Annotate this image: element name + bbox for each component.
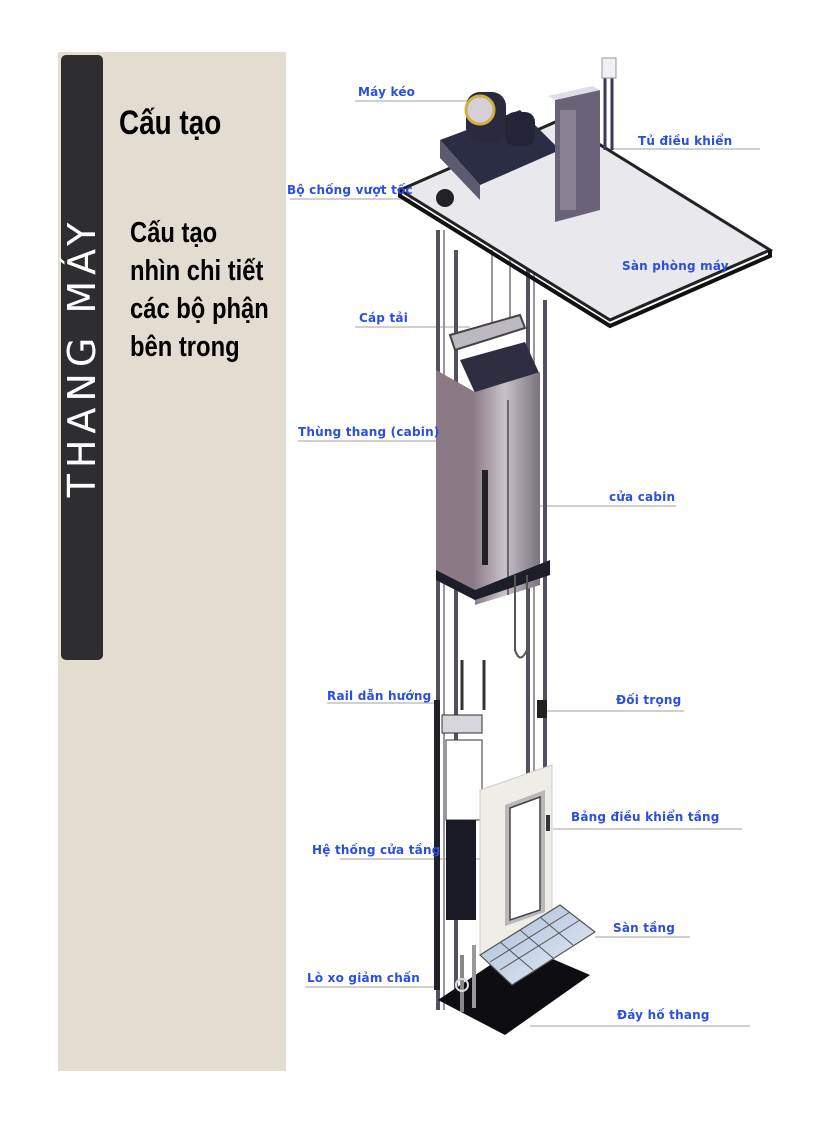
page-title: Cấu tạo xyxy=(119,104,222,142)
label-bang-dieu-khien-tang: Bảng điều khiển tầng xyxy=(571,810,720,824)
vertical-title-bar xyxy=(61,55,103,660)
description-line: bên trong xyxy=(130,331,240,363)
label-thung-thang: Thùng thang (cabin) xyxy=(298,425,440,439)
label-lo-xo-giam-chan: Lò xo giảm chấn xyxy=(307,971,421,985)
description-line: các bộ phận xyxy=(130,293,269,325)
label-cap-tai: Cáp tải xyxy=(359,311,409,325)
description-line: nhìn chi tiết xyxy=(130,255,264,287)
label-rail-dan-huong: Rail dẫn hướng xyxy=(327,689,432,703)
label-bo-chong-vuot-toc: Bộ chống vượt tốc xyxy=(287,183,413,197)
label-san-phong-may: Sàn phòng máy xyxy=(622,259,729,273)
label-may-keo: Máy kéo xyxy=(358,85,416,99)
label-day-ho-thang: Đáy hố thang xyxy=(617,1008,710,1022)
label-doi-trong: Đối trọng xyxy=(616,693,682,707)
label-tu-dieu-khien: Tủ điều khiển xyxy=(638,134,733,148)
label-san-tang: Sàn tầng xyxy=(613,921,676,935)
label-he-thong-cua-tang: Hệ thống cửa tầng xyxy=(312,843,441,857)
description-line: Cấu tạo xyxy=(130,217,218,249)
label-cua-cabin: cửa cabin xyxy=(609,490,676,504)
description: Cấu tạo nhìn chi tiết các bộ phận bên tr… xyxy=(130,214,269,366)
